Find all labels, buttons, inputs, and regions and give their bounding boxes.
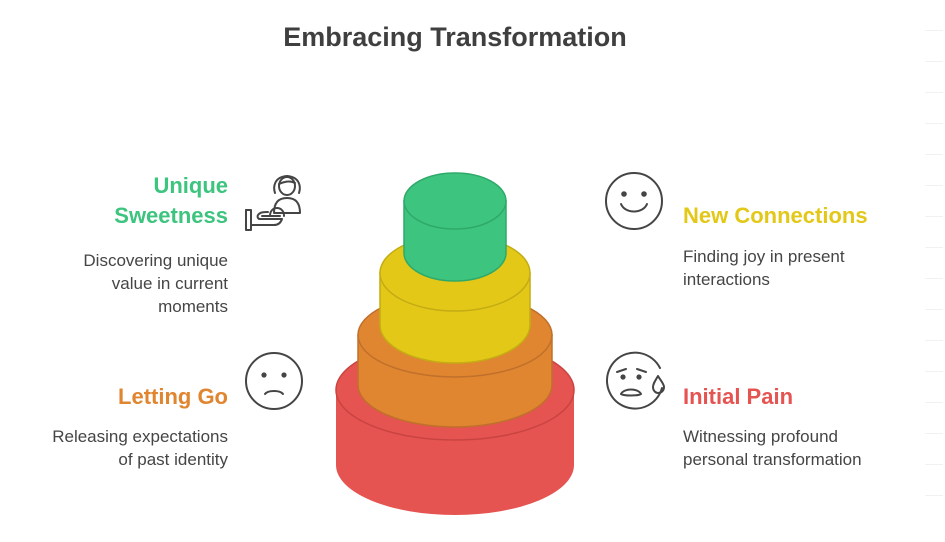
stage-description-letting-go: Releasing expectations of past identity	[20, 425, 228, 471]
description-line: interactions	[683, 270, 770, 289]
description-line: moments	[158, 297, 228, 316]
description-line: Releasing expectations	[52, 427, 228, 446]
description-line: personal transformation	[683, 450, 862, 469]
crying-face-icon	[606, 351, 665, 410]
stage-heading-initial-pain: Initial Pain	[683, 384, 794, 409]
stage-heading-new-connections: New Connections	[683, 203, 868, 228]
heading-line: Sweetness	[114, 203, 228, 228]
description-line: Witnessing profound	[683, 427, 838, 446]
stage-heading-unique-sweetness: Unique Sweetness	[60, 171, 228, 231]
tier-unique-sweetness	[403, 172, 507, 282]
stage-description-initial-pain: Witnessing profound personal transformat…	[683, 425, 923, 471]
diagram-title: Embracing Transformation	[283, 22, 627, 52]
description-line: Finding joy in present	[683, 247, 845, 266]
stage-description-unique-sweetness: Discovering unique value in current mome…	[40, 249, 228, 318]
description-line: of past identity	[118, 450, 228, 469]
description-line: value in current	[111, 274, 228, 293]
stage-description-new-connections: Finding joy in present interactions	[683, 245, 903, 291]
stage-heading-letting-go: Letting Go	[118, 384, 228, 409]
description-line: Discovering unique	[83, 251, 228, 270]
smile-icon	[605, 172, 663, 230]
woman-serving-icon	[245, 175, 301, 231]
stacked-cylinder-diagram	[335, 172, 575, 515]
heading-line: Unique	[153, 173, 228, 198]
edge-decoration	[925, 0, 945, 542]
sad-face-icon	[245, 352, 303, 410]
